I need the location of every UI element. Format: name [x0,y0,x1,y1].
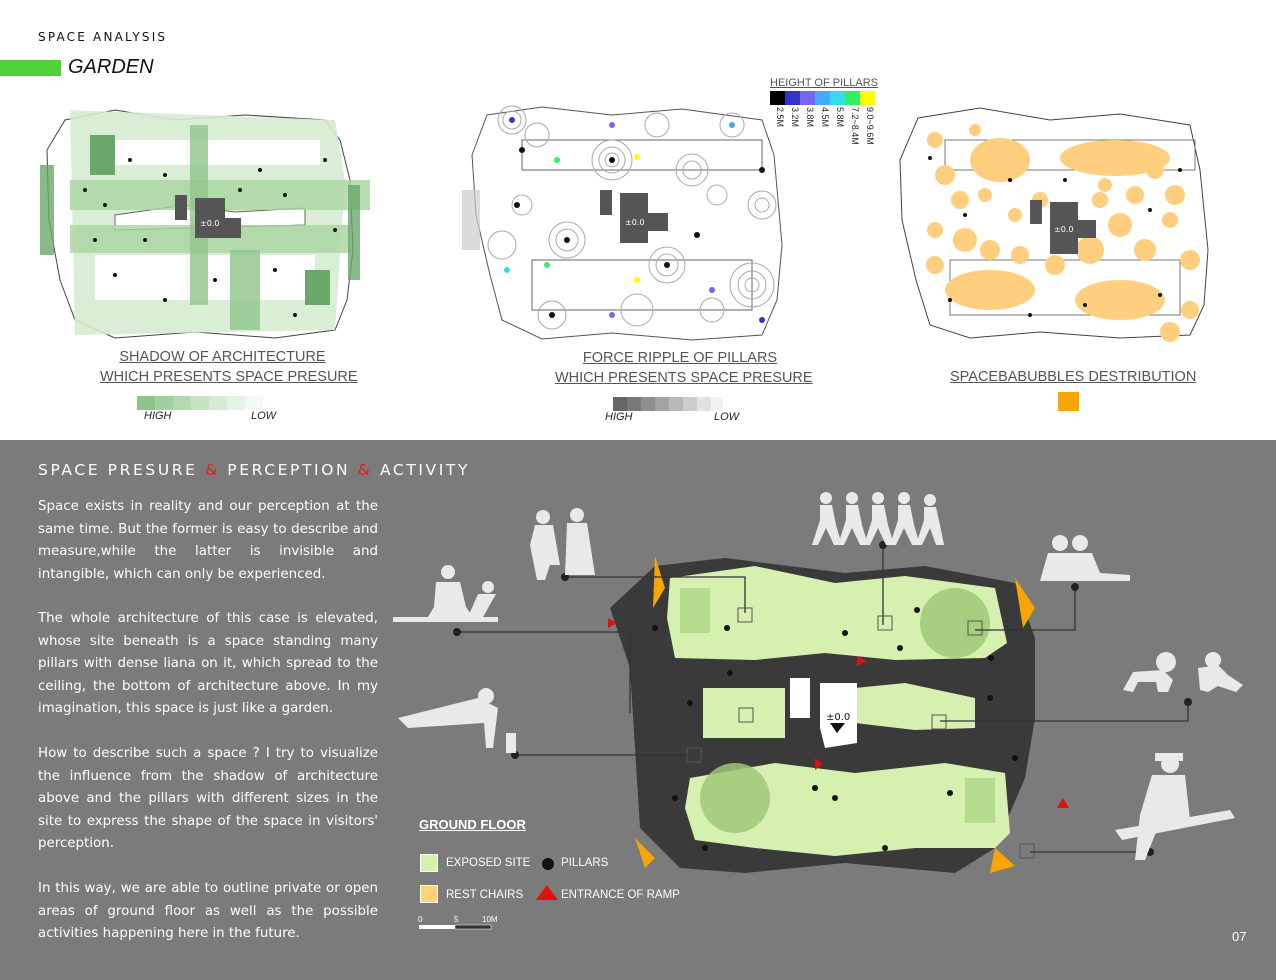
paragraph-1: Space exists in reality and our percepti… [38,499,378,582]
reading-kids-icon [1040,535,1130,581]
sitting-elder-icon [1115,753,1235,860]
pillar-height-1: 2.5M [775,107,785,128]
shadow-gradient-legend [137,396,263,410]
pillar-height-3: 3.8M [805,107,815,128]
ripple-plan-diagram: ±0.0 [462,105,783,341]
level-mark-3: ±0.0 [1054,225,1073,234]
running-children-icon [812,492,944,545]
paragraph-3: How to describe such a space ? I try to … [38,746,378,851]
ripple-low-label: LOW [714,411,740,423]
pillar-swatch-2 [785,91,800,105]
pillar-color-swatches [770,91,875,105]
pillar-swatch-3 [800,91,815,105]
push-up-man-icon [398,688,516,753]
scale-label-5: 5 [454,915,459,924]
scale-label-10: 10M [482,915,498,924]
section2-amp-2: & [357,461,373,479]
pillar-swatch-6 [845,91,860,105]
pillar-height-6: 7.2~8.4M [850,107,860,145]
legend-rest-chairs: REST CHAIRS [446,889,524,901]
section2-title: SPACE PRESURE & PERCEPTION & ACTIVITY [38,461,470,479]
shadow-caption-line2: WHICH PRESENTS SPACE PRESURE [100,369,358,385]
crawling-baby-dog-icon [1123,652,1243,692]
scale-label-0: 0 [418,915,423,924]
page-number: 07 [1232,929,1247,944]
ripple-gradient-legend [613,397,723,411]
accent-bar [0,60,61,76]
pillar-swatch-7 [860,91,875,105]
shadow-low-label: LOW [251,410,277,422]
bubbles-plan-diagram: ±0.0 [899,107,1209,342]
exposed-site-swatch [420,854,438,872]
paragraph-2: The whole architecture of this case is e… [38,611,378,716]
pillar-legend-title: HEIGHT OF PILLARS [770,77,878,89]
bubbles-caption: SPACEBABUBBLES DESTRIBUTION [950,369,1197,385]
ground-floor-title: GROUND FLOOR [419,817,526,832]
ripple-caption-line2: WHICH PRESENTS SPACE PRESURE [555,370,813,386]
rest-chairs-swatch [420,885,438,903]
pillar-swatch-5 [830,91,845,105]
section2-title-part1: SPACE PRESURE [38,461,198,479]
tai-chi-figures-icon [530,508,595,580]
pillar-dot-icon [542,858,554,870]
legend-exposed-site: EXPOSED SITE [446,857,531,869]
pillar-swatch-1 [770,91,785,105]
paragraph-4: In this way, we are able to outline priv… [38,881,378,941]
pillar-height-4: 4.5M [820,107,830,128]
section2-amp-1: & [205,461,220,479]
scale-bar: 0 5 10M [418,915,498,930]
ripple-high-label: HIGH [605,411,633,423]
legend-ramp: ENTRANCE OF RAMP [561,889,680,901]
pillar-height-2: 3.2M [790,107,800,128]
level-mark-1: ±0.0 [200,219,219,228]
ground-floor-plan: ±0.0 [608,556,1069,873]
shadow-plan-diagram: ±0.0 [40,109,370,339]
section2-title-part2: PERCEPTION [227,461,351,479]
shadow-high-label: HIGH [144,410,172,422]
legend-pillars: PILLARS [561,857,609,869]
section2-title-part3: ACTIVITY [379,461,471,479]
ramp-triangle-icon [536,885,558,900]
level-mark-2: ±0.0 [625,218,644,227]
bubbles-color-swatch [1058,392,1079,411]
shadow-caption-line1: SHADOW OF ARCHITECTURE [119,349,326,365]
shadow-caption: SHADOW OF ARCHITECTURE WHICH PRESENTS SP… [100,347,358,387]
pillar-height-7: 9.0~9.6M [865,107,875,145]
section-title: SPACE ANALYSIS [38,30,168,44]
pillar-swatch-4 [815,91,830,105]
ripple-caption: FORCE RIPPLE OF PILLARS WHICH PRESENTS S… [555,348,813,388]
level-mark-4: ±0.0 [826,712,850,723]
subsection-title: GARDEN [68,56,154,78]
yoga-figures-icon [393,565,498,622]
activity-leader-lines [453,541,1192,856]
pillar-height-labels: 2.5M 3.2M 3.8M 4.5M 5.8M 7.2~8.4M 9.0~9.… [770,107,875,145]
pillar-height-5: 5.8M [835,107,845,128]
ripple-caption-line1: FORCE RIPPLE OF PILLARS [582,350,778,366]
